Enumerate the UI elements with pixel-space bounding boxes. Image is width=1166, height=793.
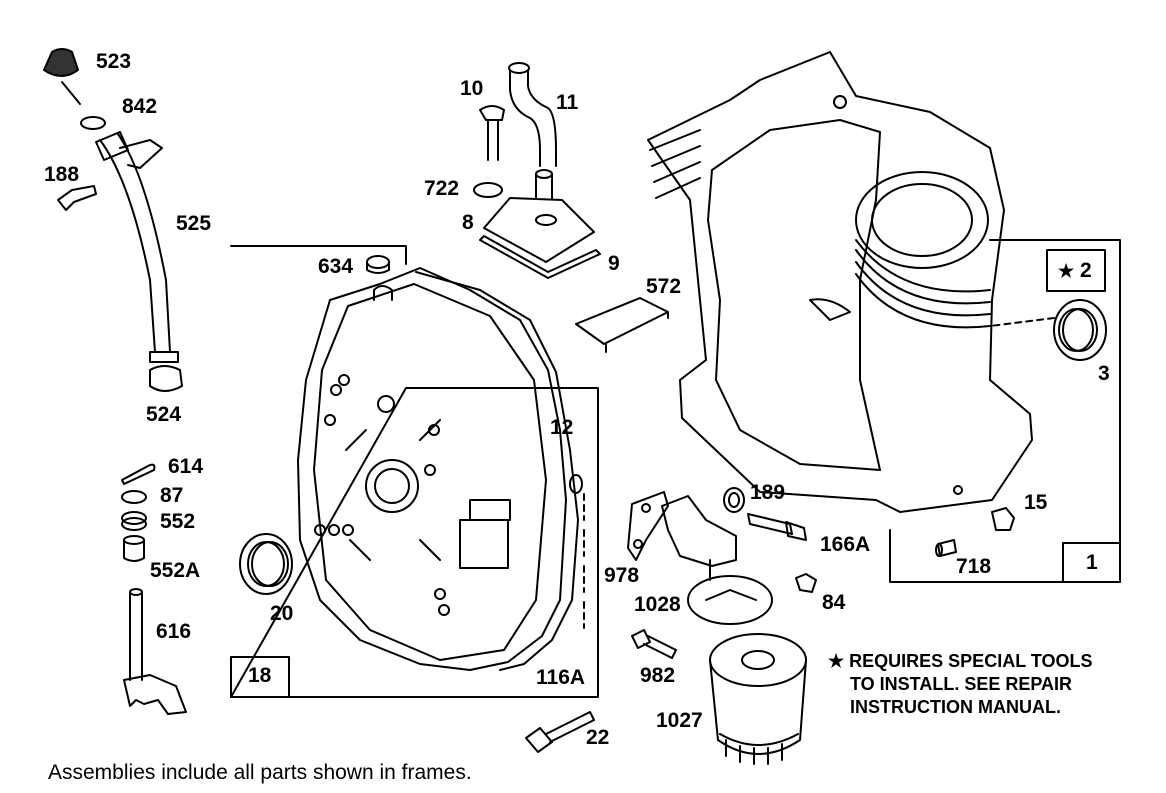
label-524: 524 — [146, 403, 182, 426]
shaft-616 — [123, 588, 187, 715]
label-8: 8 — [462, 211, 474, 234]
label-718: 718 — [956, 555, 992, 578]
bolt-10 — [479, 105, 505, 161]
label-616: 616 — [156, 620, 192, 643]
gasket-9 — [479, 235, 601, 279]
label-572: 572 — [646, 275, 682, 298]
label-9: 9 — [608, 252, 620, 275]
label-84: 84 — [822, 591, 846, 614]
label-552a: 552A — [150, 559, 201, 582]
bolt-22 — [525, 711, 595, 753]
label-3: 3 — [1098, 362, 1110, 385]
tube-11 — [508, 62, 557, 167]
label-15: 15 — [1024, 491, 1048, 514]
note-line-1: REQUIRES SPECIAL TOOLS — [849, 651, 1093, 671]
washer-87 — [121, 490, 147, 504]
label-614: 614 — [168, 455, 204, 478]
pin-614 — [121, 463, 156, 485]
label-842: 842 — [122, 95, 158, 118]
dipstick-cap-523 — [43, 48, 106, 130]
star-icon: ★ — [1058, 261, 1075, 281]
label-20: 20 — [270, 602, 294, 625]
label-722: 722 — [424, 177, 460, 200]
label-188: 188 — [44, 163, 80, 186]
star-icon: ★ — [828, 651, 845, 671]
bushing-552a — [123, 535, 145, 562]
label-982: 982 — [640, 664, 676, 687]
breather-8 — [483, 169, 595, 263]
label-523: 523 — [96, 50, 132, 73]
label-10: 10 — [460, 77, 484, 100]
label-978: 978 — [604, 564, 640, 587]
label-12: 12 — [550, 416, 574, 439]
label-1: 1 — [1086, 551, 1098, 574]
label-525: 525 — [176, 212, 212, 235]
label-11: 11 — [556, 91, 579, 114]
label-189: 189 — [750, 481, 786, 504]
special-tools-note: ★ REQUIRES SPECIAL TOOLS TO INSTALL. SEE… — [828, 650, 1093, 719]
cylinder-block-1 — [647, 51, 1033, 513]
label-18: 18 — [248, 664, 272, 687]
label-87: 87 — [160, 484, 184, 507]
plug-84 — [795, 573, 817, 593]
stud-166a — [747, 513, 807, 541]
seal-3 — [989, 299, 1107, 361]
adapter-1028 — [661, 495, 773, 625]
bolt-188 — [57, 185, 97, 211]
frame-1-tab — [1062, 542, 1121, 583]
washer-189 — [723, 487, 745, 513]
gasket-116a — [415, 271, 585, 671]
gasket-978 — [627, 491, 669, 561]
plug-634 — [366, 255, 390, 274]
label-634: 634 — [318, 255, 354, 278]
oil-filter-1027 — [709, 633, 807, 765]
label-116a: 116A — [536, 666, 586, 689]
dipstick-tube-525 — [95, 131, 183, 392]
note-line-3: INSTRUCTION MANUAL. — [850, 697, 1061, 717]
label-1027: 1027 — [656, 709, 703, 732]
label-1028: 1028 — [634, 593, 681, 616]
frame-18-tab — [230, 656, 290, 698]
oring-722 — [473, 182, 503, 198]
label-2: ★ 2 — [1058, 260, 1092, 281]
note-line-2: TO INSTALL. SEE REPAIR — [850, 674, 1073, 694]
seal-552 — [121, 511, 147, 531]
label-2-number: 2 — [1079, 259, 1092, 282]
bolt-15 — [991, 507, 1015, 531]
seal-20 — [239, 533, 293, 595]
label-552: 552 — [160, 510, 196, 533]
dowel-718 — [935, 539, 957, 557]
frame-2-tab — [1046, 249, 1106, 292]
clip-572 — [575, 297, 669, 353]
bolt-982 — [631, 629, 677, 659]
crankcase-cover-12 — [297, 267, 567, 671]
footer-note: Assemblies include all parts shown in fr… — [48, 761, 472, 784]
label-166a: 166A — [820, 533, 871, 556]
label-22: 22 — [586, 726, 610, 749]
